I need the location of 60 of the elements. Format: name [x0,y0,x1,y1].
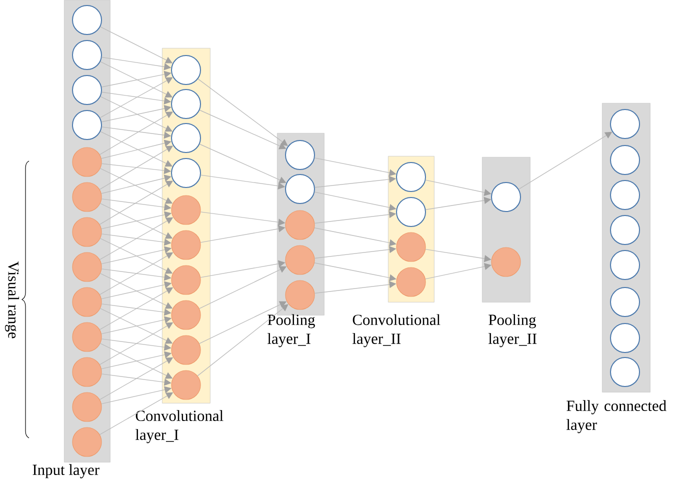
arrow [200,225,286,243]
neuron-circle [72,5,102,35]
neuron-circle [396,162,426,192]
neuron-circle [610,323,640,353]
neuron-circle [610,287,640,317]
neuron-circle [72,357,102,387]
layer-label: Convolutional layer_I [136,410,224,444]
neuron-circle [396,197,426,227]
neuron-circle [72,182,102,212]
neuron-circle [610,145,640,175]
neuron-circle [285,174,315,204]
arrow [200,260,286,278]
neuron-circle [72,322,102,352]
neuron-circle [396,267,426,297]
neuron-circle [610,357,640,387]
neuron-circle [72,392,102,422]
arrow [425,262,492,280]
arrow [314,228,396,246]
neuron-circle [171,230,201,260]
layer-label: Pooling layer_I [268,314,315,348]
neuron-circle [72,40,102,70]
neuron-circle [491,247,521,277]
neuron-circle [171,370,201,400]
range-label: Visual range [5,261,20,338]
arrow [100,77,173,118]
layer-label: Pooling layer_II [488,314,537,348]
neuron-circle [396,232,426,262]
arrow [100,96,172,132]
neuron-circle [171,89,201,119]
neuron-circle [171,158,201,188]
neuron-circle [72,427,102,457]
layer-label: Fully connected layer [566,400,666,434]
neuron-circle [285,140,315,170]
neuron-circle [491,182,521,212]
neuron-circle [72,75,102,105]
layer-label: Convolutional layer_II [352,314,440,348]
neuron-circle [72,147,102,177]
arrow [101,140,172,159]
neuron-circle [171,300,201,330]
arrow [100,131,172,167]
neuron-circle [171,195,201,225]
arrow [101,174,172,194]
arrow [314,262,396,282]
neuron-circle [610,250,640,280]
neuron-circle [285,245,315,275]
neuron-circle [610,180,640,210]
neuron-circle [171,335,201,365]
neuron-circle [171,265,201,295]
neuron-circle [171,123,201,153]
neuron-circle [285,280,315,310]
neuron-circle [72,287,102,317]
neuron-circle [72,217,102,247]
neuron-circle [610,109,640,139]
neuron-circle [72,110,102,140]
layer-label: Input layer [32,464,100,478]
arrow [197,304,288,376]
neuron-circle [72,252,102,282]
neuron-circle [610,215,640,245]
neuron-circle [171,55,201,85]
neuron-circle [285,210,315,240]
